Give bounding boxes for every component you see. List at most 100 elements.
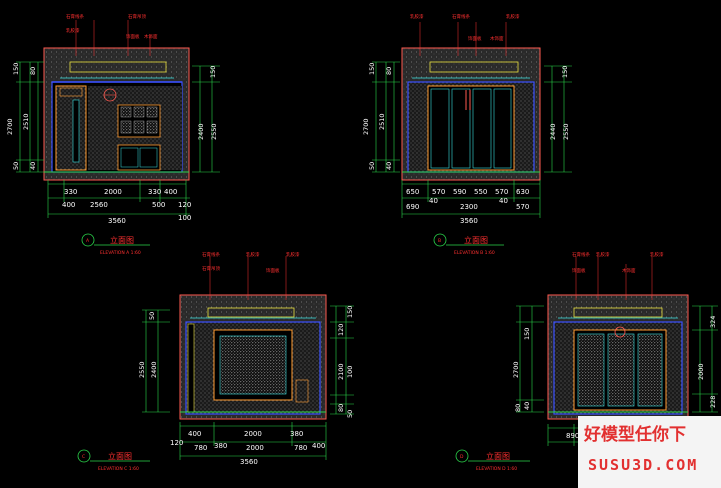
dim-label: 400 xyxy=(188,430,201,438)
dim-label: 2400 xyxy=(150,361,158,378)
dim-label: 50 xyxy=(12,162,20,170)
callout-label: 石膏线条 xyxy=(66,13,84,20)
dim-label: 2000 xyxy=(104,188,122,196)
dim-label: 330 xyxy=(64,188,77,196)
dim-label: 570 xyxy=(432,188,445,196)
callout-label: 饰面板 xyxy=(266,267,280,274)
dim-label: 2700 xyxy=(362,118,370,135)
dim-label: 2440 xyxy=(549,123,557,140)
dim-label: 890 xyxy=(566,432,579,440)
dim-label: 120 xyxy=(170,439,183,447)
dim-label: 570 xyxy=(495,188,508,196)
dim-label: 2100 xyxy=(337,363,345,380)
dim-label: 2510 xyxy=(22,113,30,130)
callout-label: 乳胶漆 xyxy=(410,13,424,20)
callout-label: 乳胶漆 xyxy=(650,251,664,258)
callout-label: 乳胶漆 xyxy=(286,251,300,258)
dim-label: 780 xyxy=(294,444,307,452)
dim-label: 500 xyxy=(152,201,165,209)
wardrobe xyxy=(427,85,515,171)
dim-label: 330 xyxy=(148,188,161,196)
left-dimensions xyxy=(16,61,44,173)
view-title-text: 立面图 xyxy=(110,235,134,245)
door xyxy=(55,85,87,171)
dim-label: 150 xyxy=(368,63,376,75)
dim-label: 100 xyxy=(178,214,191,222)
dim-label: 150 xyxy=(561,66,569,78)
watermark-url: SUSU3D.COM xyxy=(588,456,698,474)
dim-label: 380 xyxy=(214,442,227,450)
dim-label: 2510 xyxy=(378,113,386,130)
view-title-text: 立面图 xyxy=(108,451,132,461)
dim-label: 50 xyxy=(148,312,156,320)
elevation-view-a: 石膏线条 石膏吊顶 乳胶漆 饰面板 木饰面 150 80 2510 2700 5… xyxy=(6,13,220,256)
dim-label: 400 xyxy=(164,188,177,196)
view-subtitle: ELEVATION B 1:60 xyxy=(454,250,495,256)
dim-label: 2300 xyxy=(460,203,478,211)
dim-label: 2000 xyxy=(244,430,262,438)
dim-label: 150 xyxy=(209,66,217,78)
dim-label: 80 xyxy=(514,404,522,412)
dim-label: 380 xyxy=(290,430,303,438)
dim-label: 2550 xyxy=(562,123,570,140)
callout-label: 饰面板 xyxy=(468,35,482,42)
callout-label: 乳胶漆 xyxy=(66,27,80,34)
view-title: B 立面图 ELEVATION B 1:60 xyxy=(433,233,504,256)
dim-label: 3560 xyxy=(460,217,478,225)
callout-label: 饰面板 xyxy=(126,33,140,40)
dim-label: 630 xyxy=(516,188,529,196)
callout-group: 乳胶漆 石膏线条 乳胶漆 饰面板 木饰面 xyxy=(410,13,520,56)
dim-label: 150 xyxy=(12,63,20,75)
dim-label: 780 xyxy=(194,444,207,452)
view-title: C 立面图 ELEVATION C 1:60 xyxy=(77,449,150,472)
dim-label: 80 xyxy=(385,67,393,75)
dim-label: 3560 xyxy=(240,458,258,466)
callout-label: 木饰面 xyxy=(622,267,636,274)
dim-label: 550 xyxy=(474,188,487,196)
dim-label: 570 xyxy=(516,203,529,211)
dim-label: 100 xyxy=(346,366,354,378)
dim-label: 2560 xyxy=(90,201,108,209)
dim-label: 50 xyxy=(346,410,354,418)
callout-label: 乳胶漆 xyxy=(506,13,520,20)
dim-label: 2550 xyxy=(138,361,146,378)
dim-label: 2550 xyxy=(210,123,218,140)
dim-label: 2700 xyxy=(512,361,520,378)
callout-label: 木饰面 xyxy=(144,33,158,40)
view-title: A 立面图 ELEVATION A 1:60 xyxy=(81,233,150,256)
dim-label: 80 xyxy=(29,67,37,75)
watermark-slogan: 好模型任你下 xyxy=(583,424,686,445)
dim-label: 400 xyxy=(312,442,325,450)
view-title-text: 立面图 xyxy=(464,235,488,245)
dim-label: 40 xyxy=(385,162,393,170)
dim-label: 228 xyxy=(709,396,717,408)
dim-label: 150 xyxy=(346,306,354,318)
callout-label: 石膏吊顶 xyxy=(202,265,220,272)
callout-group: 石膏线条 乳胶漆 乳胶漆 石膏吊顶 饰面板 xyxy=(202,251,300,300)
callout-label: 石膏线条 xyxy=(452,13,470,20)
elevation-view-c: 石膏线条 乳胶漆 乳胶漆 石膏吊顶 饰面板 50 2400 2550 150 xyxy=(77,251,354,472)
callout-group: 石膏线条 石膏吊顶 乳胶漆 饰面板 木饰面 xyxy=(66,13,158,56)
watermark: 好模型任你下 SUSU3D.COM xyxy=(578,416,721,488)
dim-label: 650 xyxy=(406,188,419,196)
view-letter: C xyxy=(82,454,85,460)
dim-label: 40 xyxy=(429,197,438,205)
callout-label: 饰面板 xyxy=(572,267,586,274)
view-subtitle: ELEVATION A 1:60 xyxy=(100,250,141,256)
view-letter: B xyxy=(438,238,441,244)
dim-label: 2400 xyxy=(197,123,205,140)
elevation-view-b: 乳胶漆 石膏线条 乳胶漆 饰面板 木饰面 150 80 2510 2700 50… xyxy=(362,13,572,256)
callout-label: 石膏线条 xyxy=(202,251,220,258)
view-subtitle: ELEVATION C 1:60 xyxy=(98,466,139,472)
dim-label: 3560 xyxy=(108,217,126,225)
dim-label: 40 xyxy=(523,402,531,410)
callout-label: 石膏线条 xyxy=(572,251,590,258)
dim-label: 120 xyxy=(178,201,191,209)
dim-label: 50 xyxy=(368,162,376,170)
dim-label: 40 xyxy=(499,197,508,205)
dim-label: 2700 xyxy=(6,118,14,135)
dim-label: 590 xyxy=(453,188,466,196)
view-subtitle: ELEVATION D 1:60 xyxy=(476,466,517,472)
view-letter: D xyxy=(460,454,464,460)
